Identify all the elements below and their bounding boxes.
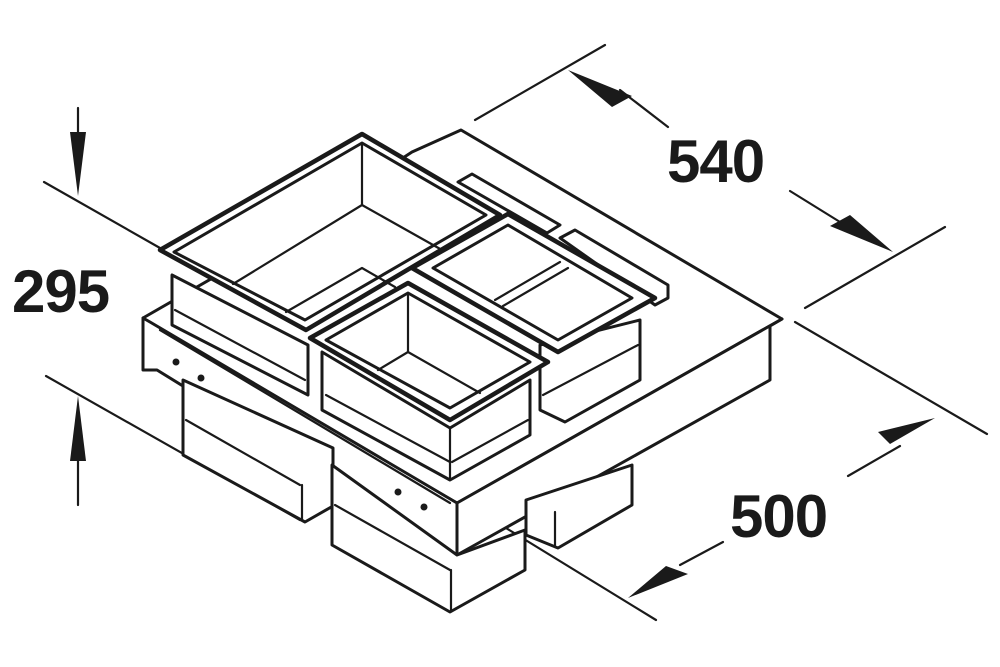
width-arrow-right-shaft: [788, 189, 842, 224]
depth-arrow-front-shaft: [678, 540, 725, 567]
large-bin-left-face: [170, 273, 310, 397]
width-dimension: [473, 43, 947, 310]
split-bin-divider: [501, 266, 570, 308]
lower-drawer-left-body: [181, 378, 335, 524]
rivet-icon: [172, 358, 180, 366]
width-extension-back: [473, 43, 607, 122]
small-bin-opening: [324, 291, 532, 410]
lower-drawer-left: [181, 378, 335, 524]
lower-drawer-right-body: [524, 463, 634, 550]
arrow-up-right-icon: [878, 418, 935, 444]
lower-drawer-right: [524, 463, 634, 550]
large-bin-seam: [173, 308, 307, 382]
lower-drawer-front: [330, 463, 527, 614]
large-bin-inner-bottom: [284, 266, 397, 314]
arrow-down-left-icon: [628, 566, 688, 598]
rivet-icon: [394, 488, 402, 496]
depth-dimension-label: 500: [730, 483, 828, 550]
depth-arrow-back-shaft: [846, 444, 902, 478]
split-bin-opening: [431, 223, 634, 342]
lower-drawer-front-body: [330, 463, 527, 614]
arrow-up-left-icon: [568, 70, 632, 107]
split-bin-right-seam: [541, 343, 640, 397]
small-bin-front: [307, 280, 551, 482]
split-bin-rim: [409, 211, 658, 355]
split-bin-divider: [493, 260, 562, 302]
rivet-icon: [197, 374, 205, 382]
small-bin-seam-right: [450, 418, 530, 464]
rivet-icon: [420, 503, 428, 511]
small-bin-inner-floor: [376, 350, 482, 395]
arrow-down-icon: [70, 132, 86, 196]
width-extension-front: [803, 225, 947, 310]
large-bin-rim: [157, 131, 503, 333]
arrow-down-right-icon: [830, 215, 893, 252]
arrow-up-icon: [70, 396, 86, 461]
lower-drawer-front-seam: [333, 503, 452, 572]
split-bin-back-lid: [456, 172, 562, 235]
depth-extension-back: [793, 320, 989, 436]
height-extension-top: [42, 180, 162, 250]
height-dimension-label: 295: [12, 258, 110, 325]
large-bin-left: [157, 131, 503, 397]
small-bin-seam: [324, 393, 452, 464]
base-frame-edge: [158, 328, 452, 505]
width-dimension-label: 540: [667, 128, 765, 195]
split-bin-right: [409, 172, 670, 424]
large-bin-inner-floor: [231, 203, 444, 286]
lower-drawer-left-seam: [184, 418, 302, 487]
large-bin-opening: [172, 141, 488, 322]
